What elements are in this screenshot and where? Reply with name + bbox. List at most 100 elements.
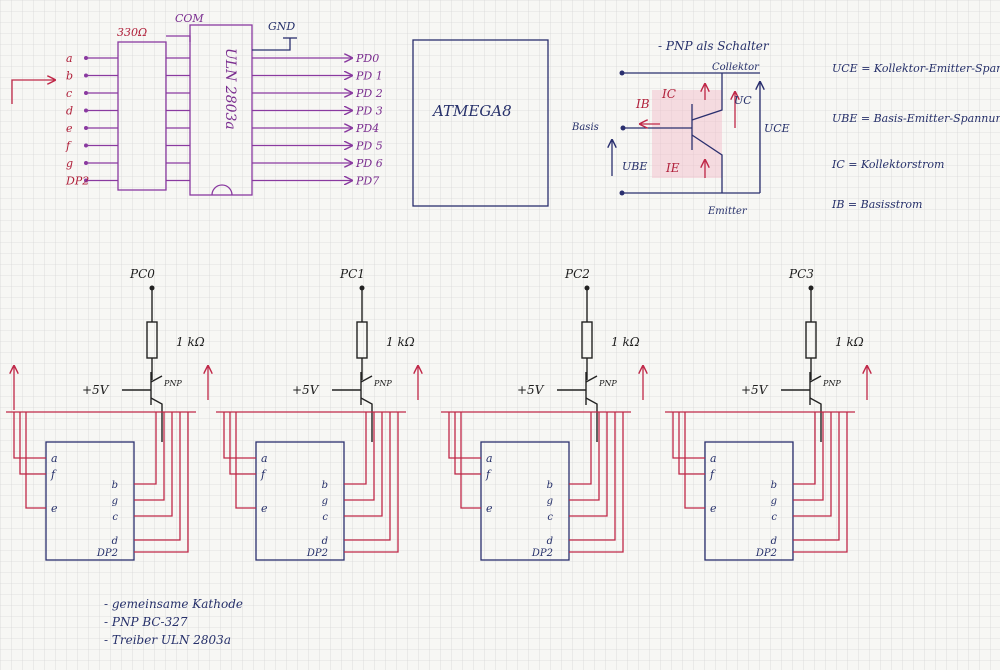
pnp-leads (122, 375, 163, 442)
segment-wire (569, 412, 616, 541)
segment-input-pin (84, 56, 88, 60)
ib-label: IB (635, 97, 650, 111)
segment-pin-label: g (112, 496, 118, 507)
segment-wire (793, 412, 832, 517)
pnp-transistor (585, 358, 588, 405)
segment-wire (134, 412, 165, 501)
segment-wire (672, 412, 705, 459)
segment-pin-label: a (710, 452, 717, 465)
note-driver: - Treiber ULN 2803a (104, 633, 231, 647)
port-label: PD 1 (355, 70, 383, 83)
segment-input-pin (84, 178, 88, 183)
segment-pin-label: d (322, 536, 328, 547)
ie-label: IE (665, 161, 680, 175)
segment-wire (569, 412, 608, 517)
segment-input-label: c (66, 87, 72, 100)
segment-wire (684, 412, 705, 509)
segment-pin-label: e (51, 502, 58, 515)
segment-wire (134, 412, 157, 485)
segment-wire (448, 412, 481, 459)
supply-label: +5V (517, 383, 545, 397)
segment-wire (344, 412, 399, 553)
atmega8-chip (412, 39, 549, 207)
pnp-label: PNP (373, 379, 392, 388)
pnp-label: PNP (163, 379, 182, 388)
segment-wire (19, 412, 46, 475)
pnp-label: PNP (598, 379, 617, 388)
segment-wire (134, 412, 189, 553)
resistor-label: 1 kΩ (611, 335, 640, 349)
segment-wire (793, 412, 824, 501)
legend-ib: IB = Basisstrom (831, 198, 922, 211)
uce-label: UCE (764, 122, 790, 135)
supply-label: +5V (82, 383, 110, 397)
pnp-title: - PNP als Schalter (658, 39, 770, 53)
legend-ube: UBE = Basis-Emitter-Spannung (832, 112, 1000, 125)
segment-wire (344, 412, 375, 501)
ic-label: IC (661, 87, 676, 101)
segment-pin-label: b (322, 480, 328, 491)
pnp-transistor (809, 358, 812, 405)
segment-input-label: DP2 (65, 175, 89, 188)
segment-wire (793, 412, 816, 485)
segment-pin-label: a (486, 452, 493, 465)
port-label: PD 5 (355, 140, 383, 153)
seven-segment-display (255, 441, 345, 561)
pnp-transistor (150, 358, 153, 405)
segment-input-label: b (66, 70, 73, 83)
pnp-leads (557, 375, 598, 442)
segment-pin-label: g (322, 496, 328, 507)
digit-port-label: PC2 (564, 267, 590, 281)
segment-pin-label: e (486, 502, 493, 515)
note-common-cathode: - gemeinsame Kathode (104, 597, 243, 611)
port-label: PD 3 (355, 105, 383, 118)
segment-pin-label: b (771, 480, 777, 491)
seven-segment-display (704, 441, 794, 561)
segment-input-pin (84, 73, 88, 78)
port-node (149, 285, 155, 291)
segment-wire (344, 412, 383, 517)
segment-input-pin (84, 161, 88, 165)
note-pnp-type: - PNP BC-327 (104, 615, 188, 629)
segment-input-pin (84, 143, 88, 148)
digit-port-label: PC0 (129, 267, 155, 281)
segment-pin-label: f (50, 468, 57, 481)
segment-wire (678, 412, 705, 475)
segment-pin-label: g (771, 496, 777, 507)
segment-pin-label: c (547, 512, 553, 523)
resistor-label: 1 kΩ (835, 335, 864, 349)
input-arrow (11, 80, 55, 104)
segment-pin-label: c (112, 512, 118, 523)
digit-port-label: PC1 (339, 267, 365, 281)
uc-label: UC (734, 94, 752, 107)
emitter-label: Emitter (707, 206, 748, 217)
uln-chip-label: ULN 2803a (222, 48, 238, 130)
port-label: PD4 (355, 122, 379, 135)
segment-pin-label: d (112, 536, 118, 547)
ube-label: UBE (622, 160, 647, 173)
segment-pin-label: c (322, 512, 328, 523)
segment-wire (793, 412, 840, 541)
segment-pin-label: f (709, 468, 716, 481)
port-label: PD0 (355, 52, 379, 65)
pnp-highlight (652, 90, 722, 178)
supply-label: +5V (741, 383, 769, 397)
pnp-transistor (360, 358, 363, 405)
segment-pin-label: DP2 (306, 548, 328, 559)
segment-wire (454, 412, 481, 475)
segment-pin-label: f (485, 468, 492, 481)
segment-pin-label: b (547, 480, 553, 491)
segment-wire (344, 412, 391, 541)
resistor-value-label: 330Ω (117, 26, 147, 39)
resistor-network (117, 41, 167, 191)
segment-pin-label: b (112, 480, 118, 491)
segment-wire (235, 412, 256, 509)
segment-wire (25, 412, 46, 509)
resistor-label: 1 kΩ (176, 335, 205, 349)
port-node (359, 285, 365, 291)
gnd-wire (252, 38, 291, 51)
legend-uce: UCE = Kollektor-Emitter-Spannung (832, 62, 1000, 75)
